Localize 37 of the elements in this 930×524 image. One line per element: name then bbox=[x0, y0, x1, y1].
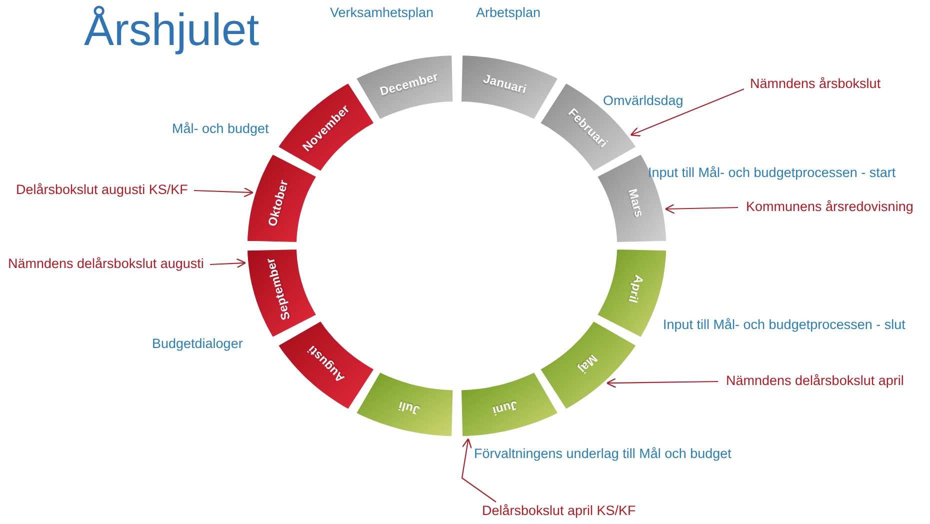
month-name: April bbox=[625, 274, 646, 305]
month-segment bbox=[356, 55, 454, 120]
month-name: Juli bbox=[396, 398, 422, 418]
month-segment bbox=[540, 320, 636, 410]
activity-label: Input till Mål- och budgetprocessen - start bbox=[648, 165, 896, 180]
arrow bbox=[664, 204, 738, 214]
arrow bbox=[194, 187, 254, 198]
month-segment bbox=[460, 372, 558, 437]
month-segment bbox=[278, 320, 374, 410]
month-name: Mars bbox=[625, 186, 646, 218]
arrow bbox=[630, 88, 744, 136]
month-name: Januari bbox=[482, 72, 528, 97]
arrow bbox=[210, 258, 246, 268]
month-segment bbox=[460, 55, 558, 120]
event-label: Nämndens delårsbokslut april bbox=[726, 373, 904, 388]
event-label: Delårsbokslut augusti KS/KF bbox=[16, 182, 188, 197]
activity-label: Förvaltningens underlag till Mål och budget bbox=[474, 446, 732, 461]
activity-label: Arbetsplan bbox=[476, 5, 541, 20]
month-name: Juni bbox=[490, 398, 519, 418]
activity-label: Verksamhetsplan bbox=[330, 5, 434, 20]
month-segment bbox=[247, 154, 317, 243]
arrow bbox=[606, 378, 718, 388]
event-label: Nämndens årsbokslut bbox=[750, 76, 881, 91]
activity-label: Budgetdialoger bbox=[152, 336, 243, 351]
event-label: Nämndens delårsbokslut augusti bbox=[8, 256, 204, 271]
month-name: Maj bbox=[576, 352, 600, 377]
month-segment bbox=[278, 82, 374, 172]
activity-label: Omvärldsdag bbox=[603, 93, 684, 108]
event-label: Delårsbokslut april KS/KF bbox=[482, 503, 636, 518]
month-segment bbox=[247, 249, 317, 338]
activity-label: Input till Mål- och budgetprocessen - slut bbox=[663, 317, 906, 332]
month-name: Oktober bbox=[265, 178, 292, 228]
arrow bbox=[461, 438, 496, 502]
title: Årshjulet bbox=[84, 4, 260, 56]
month-segment bbox=[356, 372, 454, 437]
event-label: Kommunens årsredovisning bbox=[746, 199, 914, 214]
activity-label: Mål- och budget bbox=[172, 121, 269, 136]
